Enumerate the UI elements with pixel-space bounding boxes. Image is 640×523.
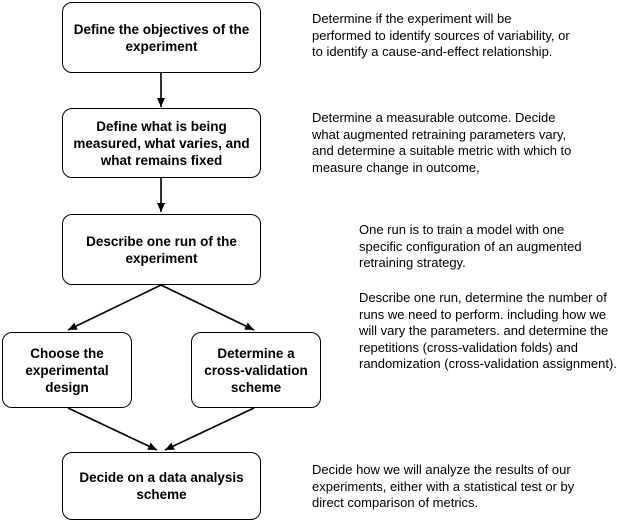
step-define-objectives-label: Define the objectives of the experiment	[73, 21, 250, 54]
step-cross-validation-label: Determine a cross-validation scheme	[204, 345, 308, 395]
step-define-measured: Define what is being measured, what vari…	[62, 108, 261, 178]
step-define-measured-label: Define what is being measured, what vari…	[73, 118, 250, 168]
step-define-objectives: Define the objectives of the experiment	[62, 2, 261, 73]
arrow-cv-to-analysis	[164, 407, 255, 451]
step-describe-one-run: Describe one run of the experiment	[62, 214, 261, 285]
step-data-analysis: Decide on a data analysis scheme	[62, 452, 261, 520]
note-analysis: Decide how we will analyze the results o…	[312, 462, 575, 510]
step-data-analysis-label: Decide on a data analysis scheme	[79, 470, 244, 502]
arrow-one-run-to-cv	[160, 284, 255, 331]
arrow-design-to-analysis	[67, 407, 158, 451]
arrow-one-run-to-design	[67, 284, 162, 331]
step-describe-one-run-label: Describe one run of the experiment	[86, 233, 237, 266]
step-choose-design: Choose the experimental design	[2, 332, 132, 408]
note-one-run-definition: One run is to train a model with one spe…	[359, 222, 582, 270]
note-one-run-details: Describe one run, determine the number o…	[359, 290, 617, 371]
step-choose-design-label: Choose the experimental design	[25, 345, 109, 395]
note-measured: Determine a measurable outcome. Decide w…	[312, 110, 572, 175]
note-objectives: Determine if the experiment will be perf…	[312, 11, 570, 59]
step-cross-validation: Determine a cross-validation scheme	[191, 332, 321, 408]
